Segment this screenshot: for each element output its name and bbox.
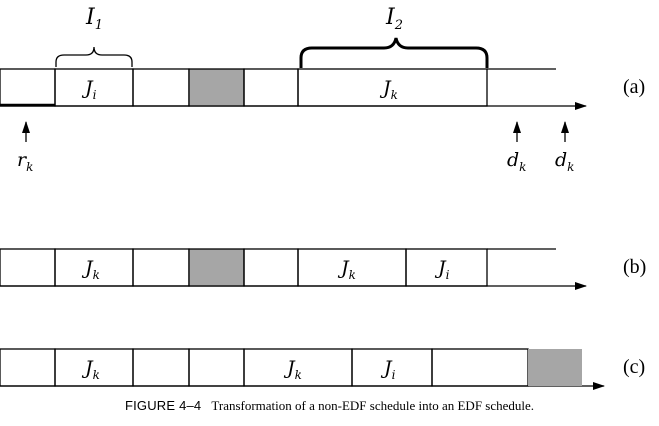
slot: [243, 248, 299, 287]
job-box-ji: [405, 248, 488, 287]
job-label: Jk: [379, 77, 398, 102]
job-label: Ji: [81, 77, 97, 102]
schedule-row-a: Ji Jk I1 I2 rk dk dk (a): [0, 5, 645, 174]
interval-label-i1: I1: [85, 5, 103, 33]
slot: [0, 348, 56, 387]
job-label: Jk: [81, 257, 100, 282]
slot: [0, 248, 56, 287]
job-label: Ji: [434, 257, 450, 282]
slot: [188, 348, 245, 387]
release-label: rk: [17, 149, 33, 174]
slot: [132, 248, 190, 287]
slot: [243, 68, 299, 107]
slot: [132, 68, 190, 107]
job-label: Jk: [283, 357, 302, 382]
interval-brace-i2: [299, 37, 489, 68]
figure-caption: FIGURE 4–4 Transformation of a non-EDF sc…: [0, 398, 659, 414]
deadline-label: dk: [507, 149, 526, 174]
idle-slot: [188, 68, 245, 107]
interval-brace-i1: [55, 46, 133, 67]
deadline-label: dk: [555, 149, 574, 174]
slot: [0, 68, 56, 107]
figure-caption-text: Transformation of a non-EDF schedule int…: [211, 398, 535, 413]
figure-number: FIGURE 4–4: [124, 398, 202, 413]
row-label-c: (c): [623, 356, 645, 378]
interval-label-i2: I2: [385, 5, 403, 33]
slot: [431, 348, 529, 387]
row-label-b: (b): [623, 256, 646, 278]
job-box-jk: [297, 68, 488, 107]
schedule-row-c: Jk Jk Ji (c): [0, 348, 645, 390]
idle-slot: [528, 349, 582, 386]
schedule-row-b: Jk Jk Ji (b): [0, 248, 646, 290]
job-label: Ji: [380, 357, 396, 382]
row-label-a: (a): [623, 76, 645, 98]
job-label: Jk: [337, 257, 356, 282]
idle-slot: [188, 248, 245, 287]
job-label: Jk: [81, 357, 100, 382]
slot: [132, 348, 190, 387]
